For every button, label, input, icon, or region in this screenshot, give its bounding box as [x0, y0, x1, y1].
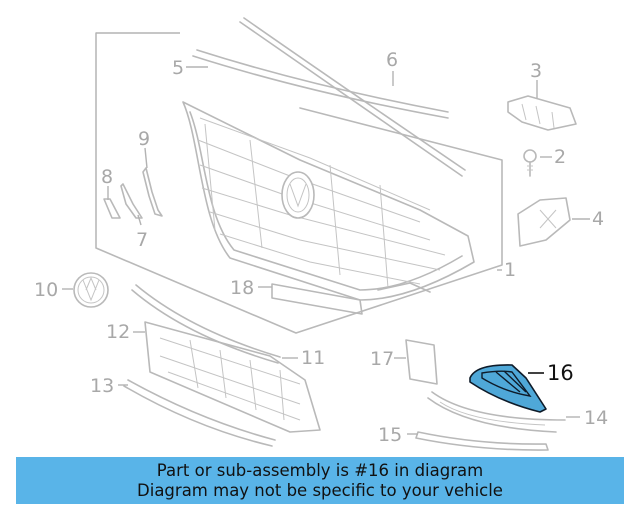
info-banner: Part or sub-assembly is #16 in diagram D… — [16, 457, 624, 504]
part-3-bracket — [507, 95, 577, 131]
callout-1: 1 — [504, 259, 516, 281]
callout-4: 4 — [592, 208, 604, 230]
banner-line-1: Part or sub-assembly is #16 in diagram — [156, 460, 484, 480]
part-12-lower-grille — [144, 321, 321, 433]
leader-lines — [62, 66, 590, 435]
callout-13: 13 — [90, 375, 114, 397]
assembly-outline — [95, 32, 503, 334]
callout-10: 10 — [34, 279, 58, 301]
part-18-inner-molding — [271, 283, 363, 315]
part-16-highlighted[interactable] — [469, 364, 547, 413]
callout-3: 3 — [530, 60, 542, 82]
part-6-upper-molding — [239, 17, 466, 177]
callout-17: 17 — [370, 348, 394, 370]
part-5-trim-strip — [192, 49, 449, 119]
part-8-side-trim — [103, 198, 121, 219]
callout-16[interactable]: 16 — [547, 361, 574, 385]
part-10-emblem — [73, 272, 109, 308]
callout-11: 11 — [301, 347, 325, 369]
callout-15: 15 — [378, 424, 402, 446]
banner-line-2: Diagram may not be specific to your vehi… — [137, 480, 503, 500]
part-9-side-trim — [142, 167, 163, 217]
callout-14: 14 — [584, 407, 608, 429]
callout-5: 5 — [172, 57, 184, 79]
part-2-screw — [523, 149, 537, 177]
part-13-lower-molding — [123, 379, 276, 447]
callout-8: 8 — [101, 166, 113, 188]
part-1-grille — [182, 101, 475, 301]
callout-12: 12 — [106, 321, 130, 343]
part-4-bracket — [517, 197, 571, 247]
part-15-bottom-strip — [415, 431, 549, 451]
part-11-lower-strip — [131, 284, 281, 364]
part-7-side-trim — [120, 183, 143, 219]
callout-9: 9 — [138, 128, 150, 150]
callout-18: 18 — [230, 277, 254, 299]
part-14-side-trim — [427, 391, 566, 433]
callout-6: 6 — [386, 49, 398, 71]
callout-7: 7 — [136, 229, 148, 251]
part-17-cover — [405, 339, 438, 385]
callout-2: 2 — [554, 146, 566, 168]
part-16-body[interactable] — [469, 364, 547, 413]
